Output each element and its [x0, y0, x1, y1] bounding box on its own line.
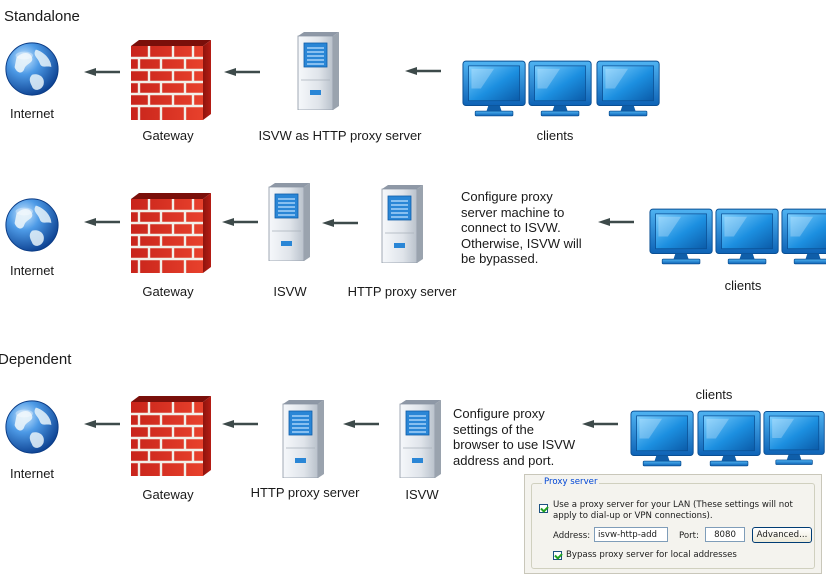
client-monitor-icon: [528, 60, 594, 117]
note-line: connect to ISVW.: [461, 220, 561, 235]
internet-globe-icon: [3, 40, 61, 98]
note-line: address and port.: [453, 452, 555, 468]
isvw-label: ISVW: [273, 284, 307, 299]
arrow-left-icon: [405, 67, 441, 75]
client-monitor-icon: [697, 410, 763, 467]
gateway-firewall-icon: [131, 40, 211, 120]
isvw-server-icon: [397, 400, 441, 478]
client-monitor-icon: [649, 208, 715, 265]
arrow-left-icon: [582, 420, 618, 428]
clients-label: clients: [695, 387, 733, 402]
gateway-firewall-icon: [131, 396, 211, 476]
arrow-left-icon: [84, 420, 120, 428]
clients-label: clients: [724, 278, 762, 293]
arrow-left-icon: [322, 219, 358, 227]
client-monitor-icon: [596, 60, 662, 117]
proxy-server-group: Proxy server Use a proxy server for your…: [531, 477, 815, 569]
section-title-dependent: Dependent: [0, 351, 72, 368]
http-proxy-server-label: HTTP proxy server: [347, 284, 457, 299]
note-line: server machine to: [461, 204, 565, 220]
configure-browser-proxy-note: Configure proxy settings of the browser …: [453, 406, 613, 468]
proxy-server-settings-panel: Proxy server Use a proxy server for your…: [524, 474, 822, 574]
gateway-label: Gateway: [142, 487, 194, 502]
advanced-button[interactable]: Advanced...: [752, 527, 812, 543]
note-line: browser to use ISVW: [453, 437, 576, 452]
client-monitor-icon: [630, 410, 696, 467]
isvw-server-icon: [266, 183, 310, 261]
section-title-standalone: Standalone: [4, 8, 80, 25]
arrow-left-icon: [84, 218, 120, 226]
gateway-label: Gateway: [142, 284, 194, 299]
proxy-server-icon: [280, 400, 324, 478]
use-proxy-label[interactable]: Use a proxy server for your LAN (These s…: [553, 500, 793, 521]
http-proxy-server-label: HTTP proxy server: [250, 485, 360, 500]
address-label: Address:: [553, 531, 591, 541]
internet-globe-icon: [3, 196, 61, 254]
use-proxy-checkbox[interactable]: [539, 504, 548, 513]
internet-label: Internet: [9, 263, 55, 278]
arrow-left-icon: [224, 68, 260, 76]
clients-label: clients: [536, 128, 574, 143]
client-monitor-icon: [715, 208, 781, 265]
port-label: Port:: [679, 531, 699, 541]
proxy-server-icon: [379, 185, 423, 263]
note-line: be bypassed.: [461, 251, 539, 266]
port-field[interactable]: 8080: [705, 527, 745, 542]
isvw-proxy-server-label: ISVW as HTTP proxy server: [258, 128, 422, 143]
internet-label: Internet: [9, 106, 55, 121]
gateway-firewall-icon: [131, 193, 211, 273]
bypass-local-checkbox[interactable]: [553, 551, 562, 560]
gateway-label: Gateway: [142, 128, 194, 143]
proxy-server-legend: Proxy server: [542, 477, 600, 487]
note-line: Configure proxy: [461, 189, 553, 204]
internet-globe-icon: [3, 398, 61, 456]
bypass-local-label[interactable]: Bypass proxy server for local addresses: [566, 550, 737, 560]
server-icon: [295, 32, 339, 110]
arrow-left-icon: [84, 68, 120, 76]
internet-label: Internet: [9, 466, 55, 481]
arrow-left-icon: [598, 218, 634, 226]
arrow-left-icon: [343, 420, 379, 428]
isvw-label: ISVW: [405, 487, 439, 502]
arrow-left-icon: [222, 218, 258, 226]
client-monitor-icon: [781, 208, 826, 265]
client-monitor-icon: [462, 60, 528, 117]
note-line: settings of the: [453, 421, 534, 437]
arrow-left-icon: [222, 420, 258, 428]
address-field[interactable]: isvw-http-add: [594, 527, 668, 542]
configure-proxy-server-note: Configure proxy server machine to connec…: [461, 189, 621, 267]
client-monitor-icon: [763, 410, 826, 466]
note-line: Configure proxy: [453, 406, 545, 421]
note-line: Otherwise, ISVW will: [461, 235, 582, 251]
